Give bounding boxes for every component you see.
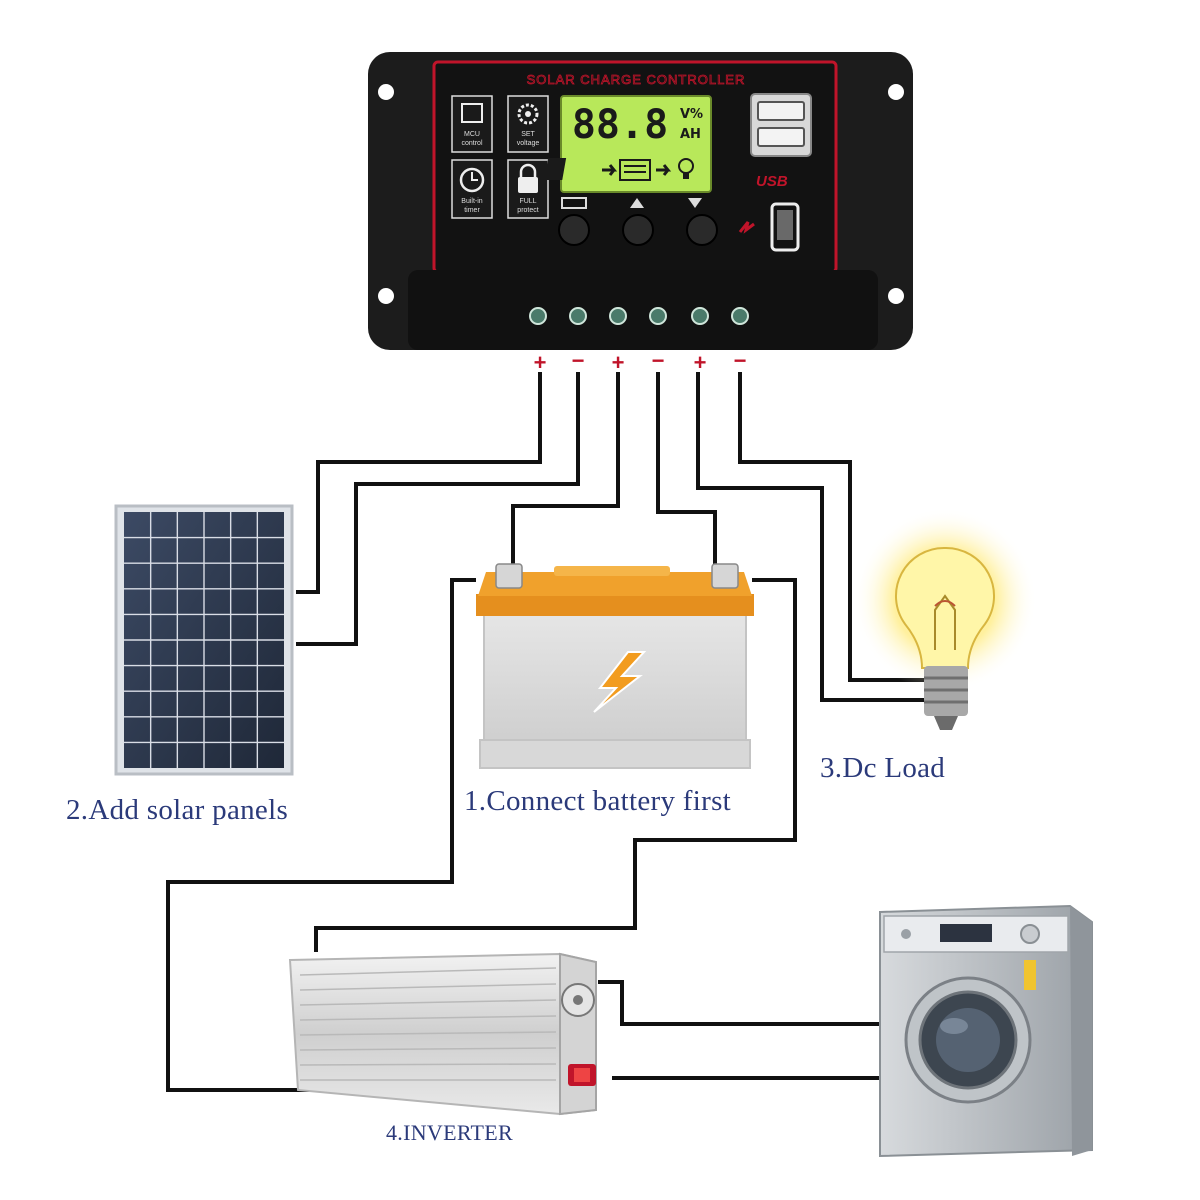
svg-text:control: control — [461, 140, 482, 147]
usb-label: USB — [756, 173, 788, 190]
battery — [476, 563, 754, 769]
svg-text:FULL: FULL — [519, 198, 536, 205]
polarity-label: + — [612, 350, 625, 375]
feature-full-protect: FULL protect — [507, 159, 549, 219]
terminal-screw[interactable] — [691, 307, 709, 325]
phone-icon — [770, 202, 800, 252]
terminal-block — [408, 270, 878, 350]
menu-icon — [561, 197, 587, 209]
terminal-screw[interactable] — [609, 307, 627, 325]
lcd-unit-bottom: AH — [680, 127, 701, 142]
gear-icon — [517, 103, 539, 125]
up-arrow-icon — [630, 198, 644, 208]
svg-text:protect: protect — [517, 207, 538, 214]
terminal-screw[interactable] — [569, 307, 587, 325]
battery-icon — [619, 159, 651, 181]
lcd-screen — [560, 95, 712, 193]
mount-hole — [888, 288, 904, 304]
svg-text:Built-in: Built-in — [461, 198, 483, 205]
mount-hole — [378, 84, 394, 100]
chip-icon — [461, 103, 483, 123]
solar-icon — [544, 158, 567, 180]
up-button[interactable] — [622, 214, 654, 246]
clock-icon — [459, 167, 485, 193]
mount-hole — [378, 288, 394, 304]
wire-solar-negative — [296, 372, 580, 646]
terminal-screw[interactable] — [731, 307, 749, 325]
terminal-screws — [529, 307, 749, 325]
polarity-label: − — [734, 348, 747, 373]
lightning-icon — [738, 221, 755, 234]
lcd-digits: 88.8 — [572, 102, 668, 148]
terminal-screw[interactable] — [529, 307, 547, 325]
wire-battery-negative — [656, 372, 717, 566]
washing-machine — [879, 904, 1093, 1158]
wire-load-positive — [696, 372, 928, 702]
controller-header: SOLAR CHARGE CONTROLLER — [527, 72, 746, 87]
svg-text:SET: SET — [521, 131, 535, 138]
polarity-labels: + − + − + − — [534, 348, 747, 375]
wires — [166, 372, 928, 1092]
wire-washer-1 — [598, 980, 880, 1026]
wire-inverter-positive — [166, 578, 560, 1092]
polarity-label: − — [572, 348, 585, 373]
menu-button[interactable] — [558, 214, 590, 246]
lcd-status-icons — [544, 158, 694, 181]
feature-mcu-control: MCU control — [451, 95, 493, 153]
bulb-base — [924, 666, 968, 730]
light-bulb — [853, 508, 1037, 730]
lock-icon — [518, 163, 538, 193]
down-arrow-icon — [688, 198, 702, 208]
usb-port — [757, 127, 805, 147]
lcd-unit-top: V% — [680, 107, 703, 122]
svg-text:MCU: MCU — [464, 131, 480, 138]
terminal-screw[interactable] — [649, 307, 667, 325]
wire-load-negative — [738, 372, 928, 682]
svg-text:voltage: voltage — [517, 140, 540, 147]
solar-cell-grid — [124, 512, 284, 768]
polarity-label: + — [534, 350, 547, 375]
inverter — [288, 952, 597, 1116]
caption-inverter: 4.INVERTER — [386, 1120, 513, 1145]
arrow-right-icon — [656, 164, 672, 176]
mount-hole — [888, 84, 904, 100]
svg-text:timer: timer — [464, 207, 480, 214]
charge-controller: SOLAR CHARGE CONTROLLER MCU control SET … — [368, 52, 913, 375]
feature-built-in-timer: Built-in timer — [451, 159, 493, 219]
usb-port — [757, 101, 805, 121]
solar-panel — [114, 504, 294, 776]
battery-terminal-positive — [495, 563, 523, 589]
polarity-label: − — [652, 348, 665, 373]
wire-solar-positive — [296, 372, 542, 594]
battery-terminal-negative — [711, 563, 739, 589]
polarity-label: + — [694, 350, 707, 375]
feature-set-voltage: SET voltage — [507, 95, 549, 153]
usb-ports — [750, 93, 812, 157]
caption-connect-battery-first: 1.Connect battery first — [464, 785, 732, 817]
lightning-icon — [593, 651, 647, 713]
caption-add-solar-panels: 2.Add solar panels — [66, 794, 289, 826]
wire-battery-positive — [511, 372, 620, 566]
energy-label — [1024, 960, 1036, 990]
wire-inverter-negative — [314, 578, 797, 952]
down-button[interactable] — [686, 214, 718, 246]
caption-dc-load: 3.Dc Load — [820, 752, 946, 784]
arrow-right-icon — [602, 164, 618, 176]
